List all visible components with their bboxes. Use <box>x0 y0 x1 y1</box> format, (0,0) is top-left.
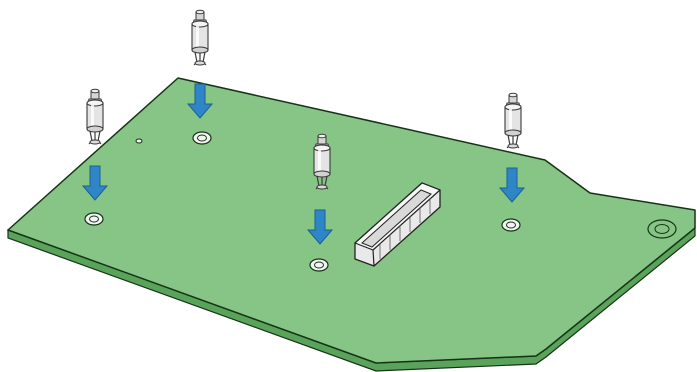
corner-ring-pad <box>647 219 677 239</box>
mounting-holes <box>84 131 521 272</box>
standoff <box>191 9 209 66</box>
mounting-hole <box>501 218 521 232</box>
edge-connector-slot <box>354 182 441 267</box>
down-arrow-icon <box>498 167 526 203</box>
mounting-hole <box>84 212 104 226</box>
insertion-arrows <box>81 83 526 245</box>
down-arrow-icon <box>306 209 334 245</box>
circuit-board <box>7 77 696 372</box>
standoff <box>86 88 104 145</box>
down-arrow-icon <box>186 83 214 119</box>
down-arrow-icon <box>81 165 109 201</box>
mounting-hole <box>309 258 329 272</box>
small-via-hole <box>135 138 143 144</box>
board-top-face <box>7 77 696 364</box>
mounting-hole <box>192 131 212 145</box>
standoff <box>504 92 522 149</box>
